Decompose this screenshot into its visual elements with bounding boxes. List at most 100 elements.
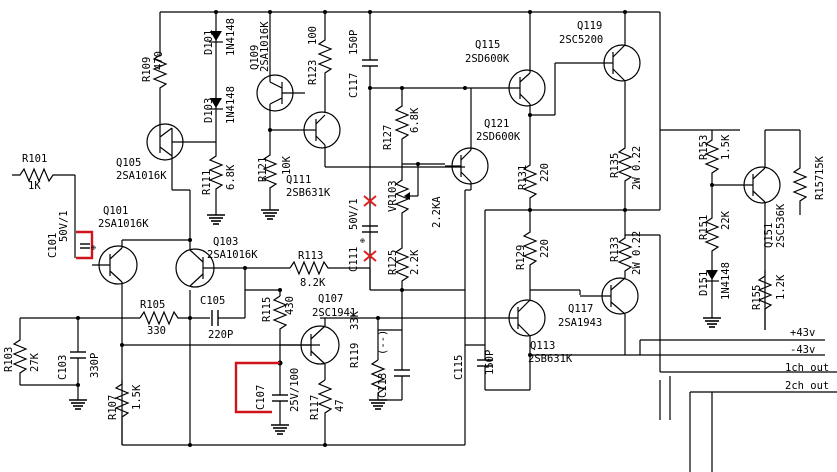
r123-value: 100 (307, 26, 319, 45)
c113-value: (--) (377, 330, 389, 355)
q103-transistor: Q103 2SA1016K (172, 189, 258, 288)
c111-value: 50V/1 (348, 198, 360, 230)
q105-transistor: Q105 2SA1016K (116, 110, 216, 190)
r105-value: 330 (147, 325, 166, 337)
q109-transistor: Q109 2SA1016K (249, 21, 305, 150)
r155-resistor: R155 1.2K (751, 270, 787, 330)
q103-value: 2SA1016K (207, 249, 258, 261)
r115-value: 430 (284, 296, 296, 315)
bias-circuit (660, 129, 800, 135)
q119-transistor: Q119 2SC5200 (559, 20, 641, 140)
q111-label: Q111 (286, 174, 311, 186)
r101-resistor: R101 1K (12, 153, 76, 258)
r135-value: 2W 0.22 (631, 146, 643, 190)
r103-resistor: R103 27K (3, 318, 78, 386)
c113-label: C113 (377, 373, 389, 398)
q107-label: Q107 (318, 293, 343, 305)
r109-resistor: R109 470 (141, 50, 168, 110)
r109-value: 470 (153, 51, 165, 70)
r153-value: 1.5K (720, 134, 732, 160)
q107-transistor: Q107 2SC1941 (280, 293, 356, 380)
c115-label: C115 (453, 355, 465, 380)
r153-resistor: R153 1.5K (698, 134, 732, 212)
top-rail (159, 10, 661, 210)
q113-transistor: Q113 2SB631K (320, 290, 690, 390)
r135-label: R135 (609, 153, 621, 178)
vr103-label: VR103 (387, 180, 399, 212)
d103-value: 1N4148 (225, 86, 237, 124)
c111-capacitor: ⊕ C111 50V/1 (348, 195, 378, 272)
d101-label: D101 (203, 30, 215, 55)
c101-label: C101 (47, 233, 59, 258)
r119-value: 33K (349, 310, 361, 330)
q151-transistor: Q151 2SC536K (710, 130, 787, 330)
r113-resistor: R113 8.2K (243, 250, 465, 291)
c111-polarity: ⊕ (358, 238, 367, 243)
r109-label: R109 (141, 57, 153, 82)
r125-label: R125 (387, 250, 399, 275)
r113-value: 8.2K (300, 277, 326, 289)
r123-resistor: R123 100 (307, 26, 333, 112)
r155-value: 1.2K (775, 274, 787, 300)
r127-resistor: R127 6.8K (368, 86, 465, 164)
r107-value: 1.5K (131, 384, 143, 410)
r117-resistor: R117 47 (309, 379, 346, 420)
c115-capacitor: C115 150P (453, 290, 530, 391)
r121-resistor: R121 10K (257, 150, 293, 220)
q105-label: Q105 (116, 157, 141, 169)
d101-value: 1N4148 (225, 18, 237, 56)
vr103-potentiometer: VR103 2.2KA (387, 162, 445, 240)
r131-label: R131 (517, 165, 529, 190)
c117-capacitor: C117 150P (348, 30, 378, 290)
c101-polarity: ⊕ (89, 245, 98, 250)
r123-label: R123 (307, 60, 319, 85)
q151-label: Q151 (763, 223, 775, 248)
r125-resistor: R125 2.2K (387, 240, 421, 370)
c113-capacitor: C113 (--) (377, 330, 410, 401)
r155-label: R155 (751, 285, 763, 310)
c107-value: 25V/100 (289, 368, 301, 412)
q101-transistor: Q101 2SA1016K (92, 205, 320, 380)
q121-transistor: Q121 2SD600K (445, 86, 521, 191)
c111-label: C111 (348, 247, 360, 272)
r129-resistor: R129 220 (515, 210, 581, 295)
q109-value: 2SA1016K (259, 21, 271, 72)
r107-resistor: R107 1.5K (107, 380, 143, 445)
q109-label: Q109 (249, 45, 261, 70)
q121-label: Q121 (484, 118, 509, 130)
r157-value: 15K (814, 155, 826, 175)
r111-value: 6.8K (225, 164, 237, 190)
r113-label: R113 (298, 250, 323, 262)
q113-label: Q113 (530, 340, 555, 352)
r115-label: R115 (261, 297, 273, 322)
out-p43-label: +43v (790, 327, 815, 339)
r119-label: R119 (349, 343, 361, 368)
d151-label: D151 (698, 271, 710, 296)
r153-label: R153 (698, 135, 710, 160)
r115-resistor: R115 430 (245, 288, 296, 363)
r135-resistor: R135 2W 0.22 (609, 140, 643, 235)
q119-value: 2SC5200 (559, 34, 603, 46)
r151-label: R151 (698, 215, 710, 240)
r121-value: 10K (281, 155, 293, 175)
r133-resistor: R133 2W 0.22 (609, 231, 643, 278)
q115-transistor: Q115 2SD600K (465, 39, 605, 160)
r133-value: 2W 0.22 (631, 231, 643, 275)
q113-value: 2SB631K (528, 353, 573, 365)
out-1ch-label: 1ch out (785, 362, 829, 374)
c117-label: C117 (348, 73, 360, 98)
q115-value: 2SD600K (465, 53, 510, 65)
q101-value: 2SA1016K (98, 218, 149, 230)
c103-label: C103 (57, 355, 69, 380)
vr103-value: 2.2KA (431, 196, 443, 228)
c107-label: C107 (255, 385, 267, 410)
c101-value: 50V/1 (58, 210, 70, 242)
r105-label: R105 (140, 299, 165, 311)
r127-value: 6.8K (409, 107, 421, 133)
r151-value: 22K (720, 210, 732, 230)
q103-label: Q103 (213, 236, 238, 248)
c105-label: C105 (200, 295, 225, 307)
r117-label: R117 (309, 395, 321, 420)
